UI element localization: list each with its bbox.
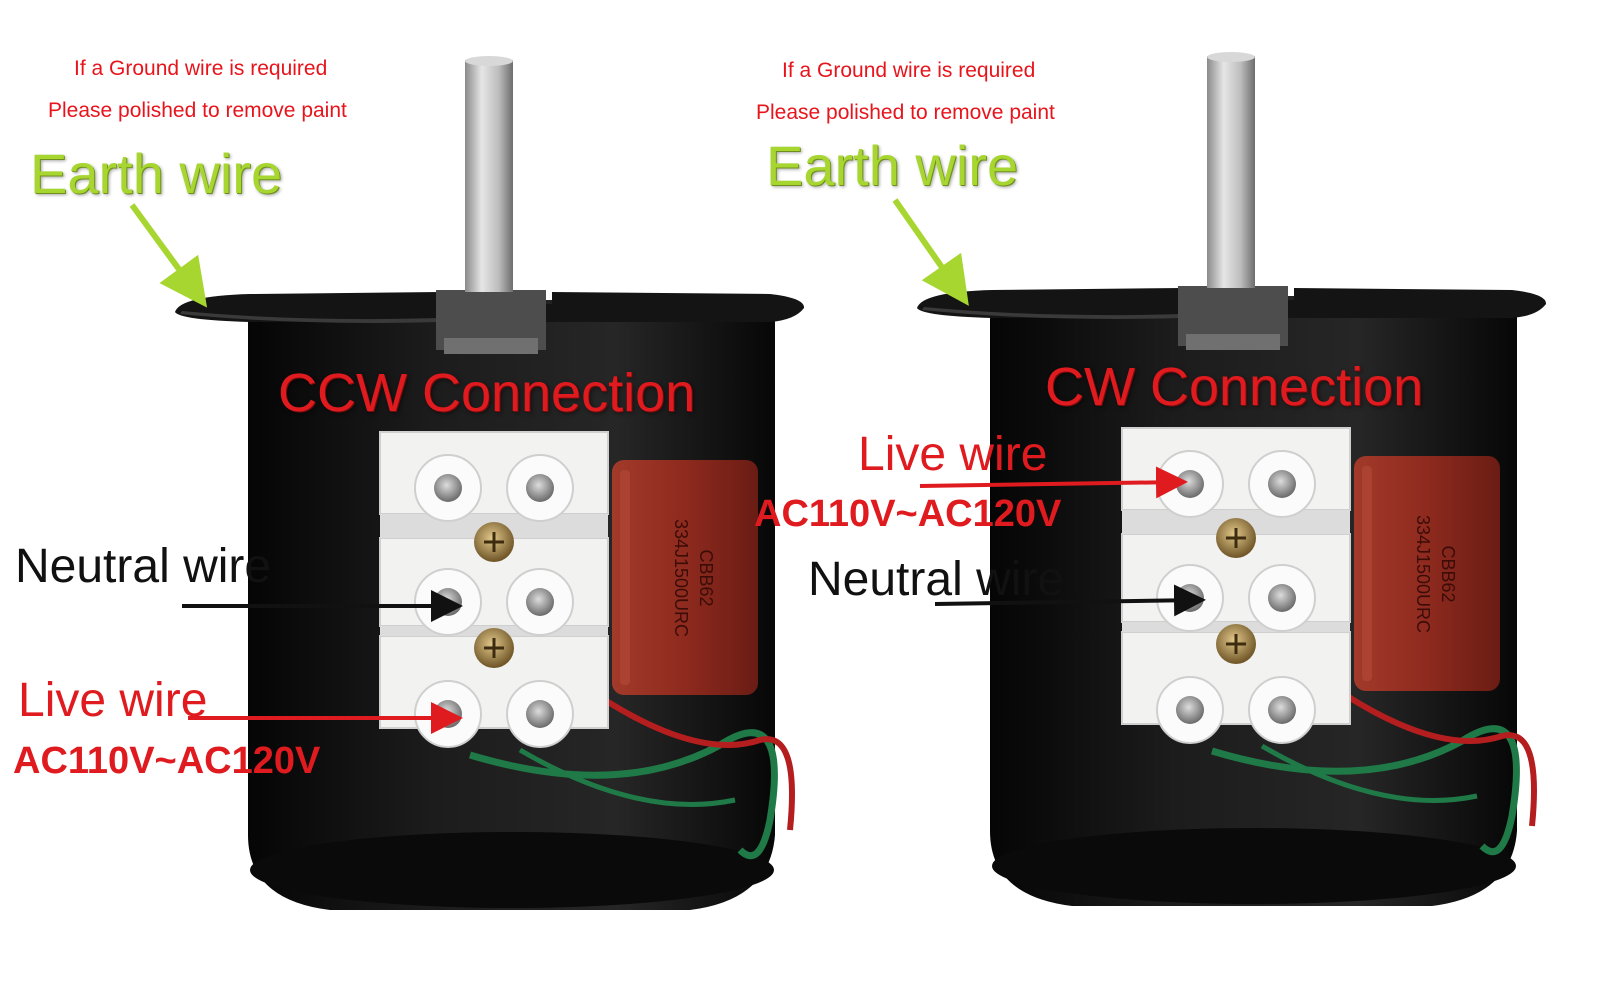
motor-ccw: CBB62 334J1500URC xyxy=(175,56,804,910)
live-wire-label: Live wire xyxy=(858,428,1048,481)
ground-note-line-2: Please polished to remove paint xyxy=(48,99,347,122)
capacitor-label-1: CBB62 xyxy=(1438,545,1458,602)
ground-note-line-1: If a Ground wire is required xyxy=(74,57,328,80)
capacitor-label-2: 334J1500URC xyxy=(671,519,691,637)
live-wire-label: Live wire xyxy=(18,674,208,727)
earth-wire-label: Earth wire xyxy=(30,142,283,205)
neutral-wire-label: Neutral wire xyxy=(15,540,272,593)
live-arrow xyxy=(919,466,1188,499)
ground-note-line-1: If a Ground wire is required xyxy=(782,59,1036,82)
voltage-label: AC110V~AC120V xyxy=(754,493,1062,535)
connection-title: CCW Connection xyxy=(278,363,696,423)
voltage-label: AC110V~AC120V xyxy=(13,740,321,782)
earth-wire-label: Earth wire xyxy=(766,134,1019,197)
capacitor-label-1: CBB62 xyxy=(696,549,716,606)
motor-cw: CBB62 334J1500URC xyxy=(917,52,1546,906)
earth-arrow xyxy=(892,198,969,306)
connection-title: CW Connection xyxy=(1045,357,1424,417)
earth-arrow xyxy=(129,203,208,308)
ground-note-line-2: Please polished to remove paint xyxy=(756,101,1055,124)
capacitor-label-2: 334J1500URC xyxy=(1413,515,1433,633)
neutral-wire-label: Neutral wire xyxy=(808,553,1065,606)
neutral-arrow xyxy=(934,584,1206,617)
